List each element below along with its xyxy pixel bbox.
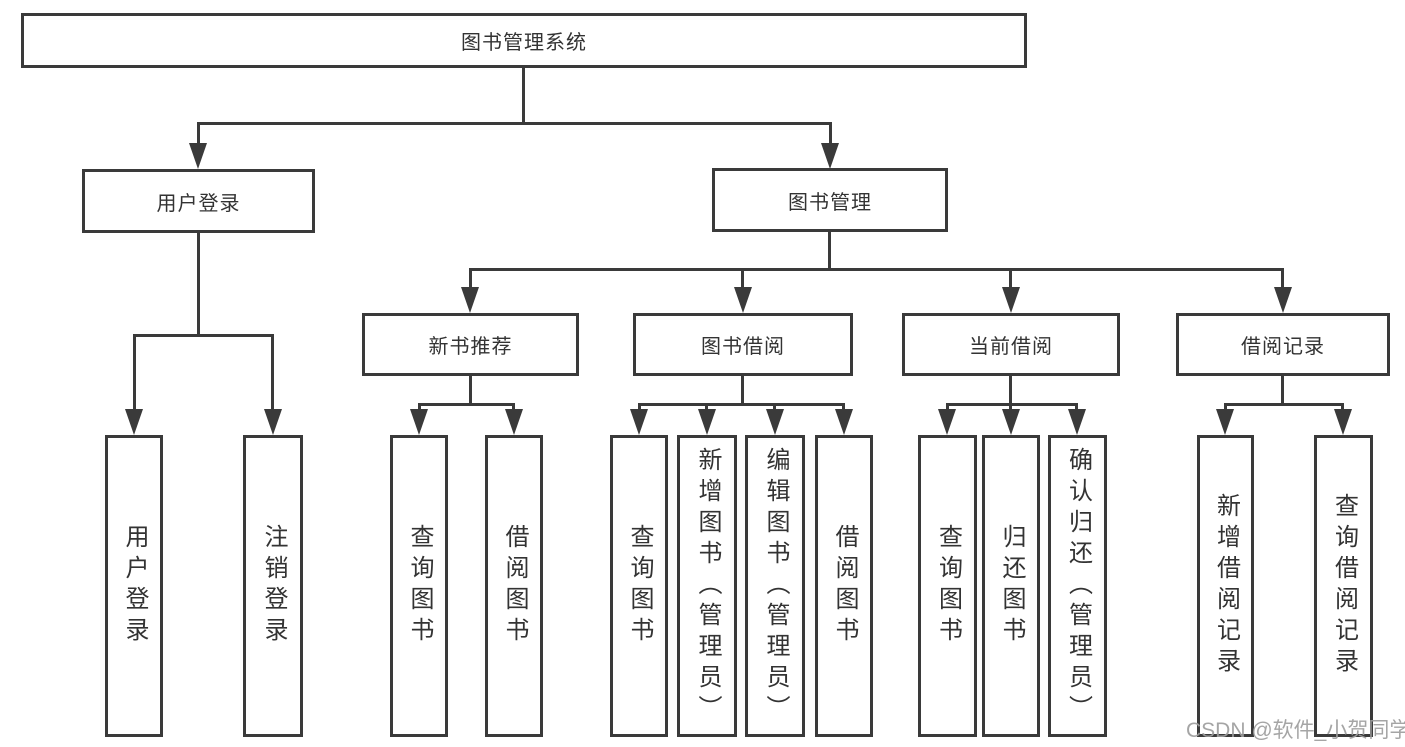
leaf-user-login: 用户登录 (105, 435, 163, 737)
connector-vline (741, 268, 744, 289)
connector-vline (1281, 376, 1284, 406)
leaf-query-books-borrowing: 查询图书 (610, 435, 668, 737)
connector-vline (197, 233, 200, 336)
connector-vline (828, 232, 831, 270)
connector-vline (842, 403, 845, 412)
node-user-login: 用户登录 (82, 169, 315, 233)
connector-hline (1224, 403, 1344, 406)
connector-hline (469, 268, 1284, 271)
connector-vline (1009, 403, 1012, 412)
arrow-down-icon (821, 143, 839, 169)
arrow-down-icon (1216, 409, 1234, 435)
connector-vline (773, 403, 776, 412)
leaf-return-books: 归还图书 (982, 435, 1040, 737)
arrow-down-icon (835, 409, 853, 435)
connector-vline (1075, 403, 1078, 412)
leaf-query-books-current: 查询图书 (918, 435, 977, 737)
leaf-edit-book-admin: 编辑图书（管理员） (745, 435, 805, 737)
node-current-borrowing: 当前借阅 (902, 313, 1120, 376)
connector-hline (638, 403, 845, 406)
connector-vline (638, 403, 641, 412)
connector-vline (418, 403, 421, 412)
connector-hline (197, 122, 831, 125)
csdn-watermark: CSDN @软件_小贺同学 (1186, 719, 1405, 742)
leaf-query-books-recommend: 查询图书 (390, 435, 448, 737)
arrow-down-icon (461, 287, 479, 313)
node-new-book-recommendation: 新书推荐 (362, 313, 579, 376)
node-borrowing-records: 借阅记录 (1176, 313, 1390, 376)
node-library-management-system: 图书管理系统 (21, 13, 1027, 68)
arrow-down-icon (125, 409, 143, 435)
arrow-down-icon (938, 409, 956, 435)
arrow-down-icon (630, 409, 648, 435)
connector-vline (741, 376, 744, 406)
leaf-confirm-return-admin: 确认归还（管理员） (1048, 435, 1107, 737)
node-book-borrowing: 图书借阅 (633, 313, 853, 376)
leaf-logout: 注销登录 (243, 435, 303, 737)
arrow-down-icon (1002, 287, 1020, 313)
node-book-management: 图书管理 (712, 168, 948, 232)
arrow-down-icon (698, 409, 716, 435)
leaf-add-book-admin: 新增图书（管理员） (677, 435, 737, 737)
connector-vline (469, 376, 472, 406)
connector-vline (469, 268, 472, 289)
arrow-down-icon (189, 143, 207, 169)
connector-hline (418, 403, 515, 406)
leaf-add-borrow-record: 新增借阅记录 (1197, 435, 1254, 737)
leaf-query-borrow-record: 查询借阅记录 (1314, 435, 1373, 737)
arrow-down-icon (1274, 287, 1292, 313)
arrow-down-icon (1334, 409, 1352, 435)
arrow-down-icon (1068, 409, 1086, 435)
connector-hline (133, 334, 274, 337)
connector-vline (946, 403, 949, 412)
arrow-down-icon (734, 287, 752, 313)
connector-vline (1009, 268, 1012, 289)
connector-vline (705, 403, 708, 412)
connector-vline (512, 403, 515, 412)
arrow-down-icon (1002, 409, 1020, 435)
arrow-down-icon (766, 409, 784, 435)
connector-vline (1341, 403, 1344, 412)
connector-vline (133, 334, 136, 411)
connector-vline (1224, 403, 1227, 412)
leaf-borrow-books-borrowing: 借阅图书 (815, 435, 873, 737)
connector-vline (829, 122, 832, 145)
connector-vline (1009, 376, 1012, 406)
connector-hline (946, 403, 1078, 406)
connector-vline (522, 68, 525, 124)
connector-vline (197, 122, 200, 145)
arrow-down-icon (505, 409, 523, 435)
connector-vline (1281, 268, 1284, 289)
connector-vline (271, 334, 274, 411)
leaf-borrow-books-recommend: 借阅图书 (485, 435, 543, 737)
arrow-down-icon (264, 409, 282, 435)
arrow-down-icon (410, 409, 428, 435)
